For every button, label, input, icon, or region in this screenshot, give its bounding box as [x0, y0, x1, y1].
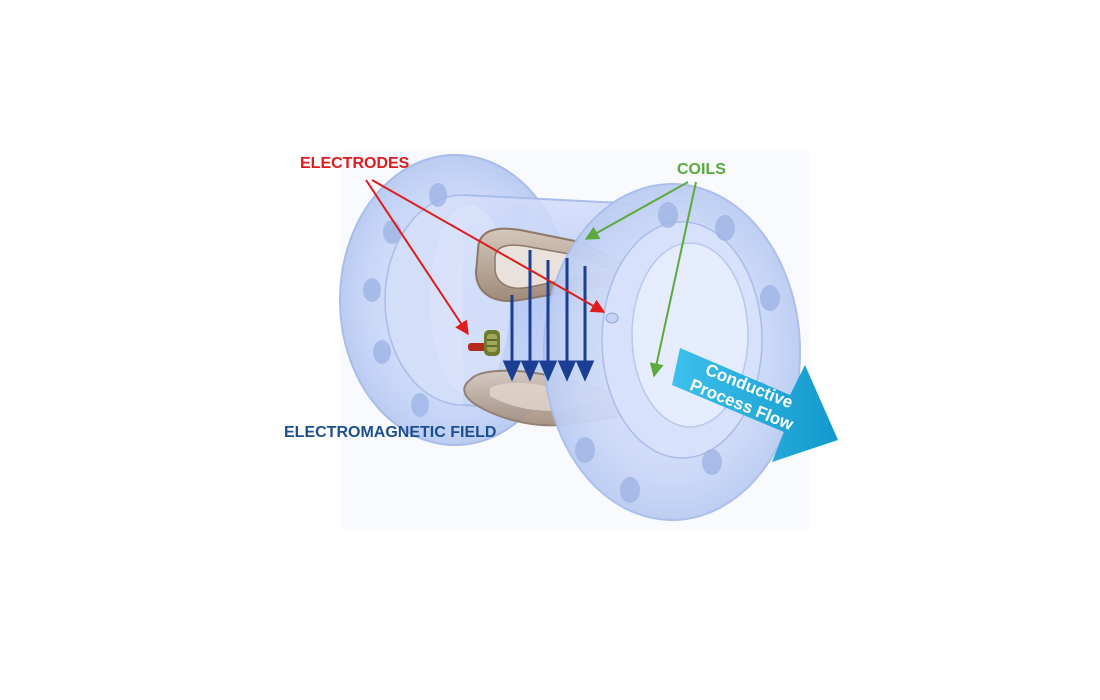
coils-leaders: [584, 181, 697, 378]
field-arrows: [502, 250, 595, 382]
field-arrow-head: [557, 360, 577, 382]
right-flange: [543, 183, 801, 521]
electrodes-label: ELECTRODES: [300, 155, 410, 172]
coils-label: COILS: [677, 161, 726, 178]
field-arrow-head: [520, 360, 540, 382]
electrodes-leaders: [365, 179, 606, 336]
electromagnetic-field-label: ELECTROMAGNETIC FIELD: [284, 424, 496, 441]
electrode-left: [468, 330, 500, 356]
field-arrow-head: [502, 360, 522, 382]
field-arrow-head: [575, 360, 595, 382]
field-arrow-head: [538, 360, 558, 382]
electrode-right: [605, 312, 619, 324]
